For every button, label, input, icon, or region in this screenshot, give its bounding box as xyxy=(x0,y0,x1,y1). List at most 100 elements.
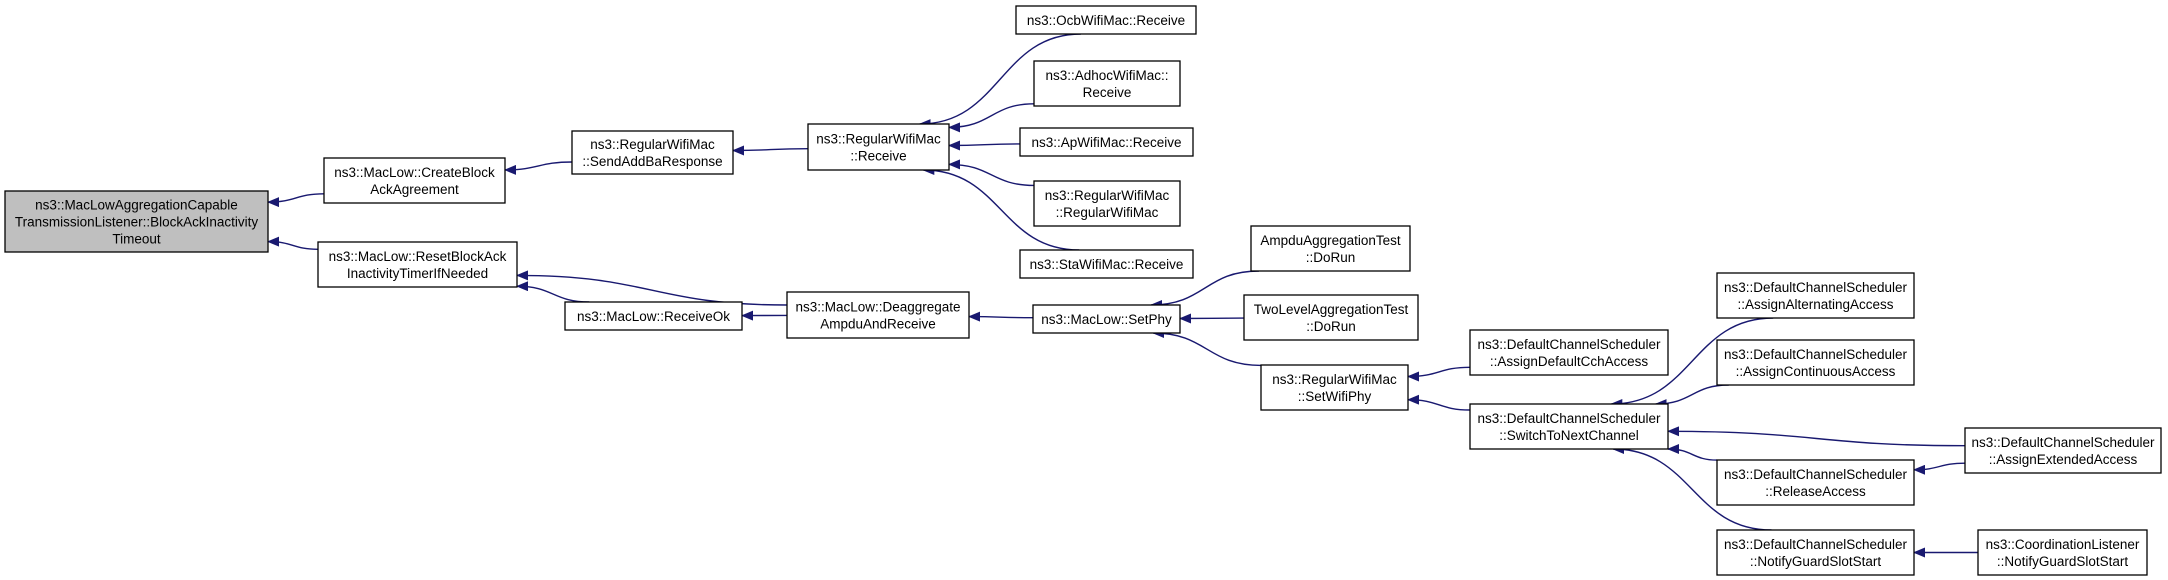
node-label-line: ::DoRun xyxy=(1306,319,1356,334)
node-box[interactable] xyxy=(1250,225,1411,272)
edge-deaggregate-to-reset_block xyxy=(516,270,788,306)
node-label-line: Timeout xyxy=(112,232,161,247)
edge-line xyxy=(918,33,1081,129)
edge-line xyxy=(1610,317,1774,409)
node-label-line: ns3::DefaultChannelScheduler xyxy=(1724,280,1908,295)
edge-line xyxy=(1407,394,1471,411)
node-label-line: ns3::RegularWifiMac xyxy=(816,132,941,147)
node-box[interactable] xyxy=(1033,180,1181,227)
edge-ampdu_test-to-set_phy xyxy=(1150,270,1260,310)
node-box[interactable] xyxy=(317,241,518,288)
edge-line xyxy=(1667,444,1718,461)
node-box[interactable] xyxy=(1977,529,2148,576)
edge-adhoc_receive-to-rwm_receive xyxy=(948,103,1035,133)
edge-line xyxy=(1654,384,1729,409)
node-label-line: ns3::AdhocWifiMac:: xyxy=(1045,68,1168,83)
node-box[interactable] xyxy=(4,190,269,253)
node-label-line: ::SwitchToNextChannel xyxy=(1499,428,1639,443)
node-set-wifi-phy[interactable]: ns3::RegularWifiMac::SetWifiPhy xyxy=(1260,364,1409,411)
node-box[interactable] xyxy=(807,123,950,171)
node-label-line: ns3::OcbWifiMac::Receive xyxy=(1027,13,1185,28)
node-box[interactable] xyxy=(1716,459,1915,506)
node-label-line: ns3::RegularWifiMac xyxy=(1045,188,1170,203)
edge-line xyxy=(1913,462,1966,475)
edge-assign_alt-to-switch_next xyxy=(1610,317,1774,409)
node-box[interactable] xyxy=(1716,272,1915,319)
node-box[interactable] xyxy=(1015,5,1197,35)
node-rwm-ctor[interactable]: ns3::RegularWifiMac::RegularWifiMac xyxy=(1033,180,1181,227)
node-reset-block[interactable]: ns3::MacLow::ResetBlockAckInactivityTime… xyxy=(317,241,518,288)
node-box[interactable] xyxy=(1033,60,1181,107)
node-adhoc-receive[interactable]: ns3::AdhocWifiMac::Receive xyxy=(1033,60,1181,107)
edge-create_block-to-focus xyxy=(267,193,325,208)
node-box[interactable] xyxy=(1243,294,1419,341)
node-box[interactable] xyxy=(1716,529,1915,576)
node-assign-cch[interactable]: ns3::DefaultChannelScheduler::AssignDefa… xyxy=(1469,329,1669,376)
node-box[interactable] xyxy=(1469,403,1669,450)
edge-assign_ext-to-release xyxy=(1913,462,1966,475)
node-box[interactable] xyxy=(1019,249,1194,279)
node-assign-alt[interactable]: ns3::DefaultChannelScheduler::AssignAlte… xyxy=(1716,272,1915,319)
node-label-line: ::DoRun xyxy=(1306,250,1356,265)
node-label-line: ns3::MacLow::ReceiveOk xyxy=(577,309,730,324)
node-label-line: ns3::DefaultChannelScheduler xyxy=(1724,537,1908,552)
node-box[interactable] xyxy=(1019,127,1194,157)
node-box[interactable] xyxy=(323,157,506,204)
edge-line xyxy=(1612,444,1772,531)
node-box[interactable] xyxy=(1469,329,1669,376)
node-box[interactable] xyxy=(571,130,734,175)
node-label-line: ns3::DefaultChannelScheduler xyxy=(1477,337,1661,352)
node-switch-next[interactable]: ns3::DefaultChannelScheduler::SwitchToNe… xyxy=(1469,403,1669,450)
node-release[interactable]: ns3::DefaultChannelScheduler::ReleaseAcc… xyxy=(1716,459,1915,506)
node-label-line: ns3::DefaultChannelScheduler xyxy=(1724,347,1908,362)
node-notify-guard[interactable]: ns3::DefaultChannelScheduler::NotifyGuar… xyxy=(1716,529,1915,576)
node-label-line: ns3::MacLow::SetPhy xyxy=(1041,312,1172,327)
node-ampdu-test[interactable]: AmpduAggregationTest::DoRun xyxy=(1250,225,1411,272)
node-assign-cont[interactable]: ns3::DefaultChannelScheduler::AssignCont… xyxy=(1716,339,1915,386)
edge-assign_ext-to-switch_next xyxy=(1667,426,1966,447)
edge-layer xyxy=(267,33,1979,558)
node-label-line: ns3::ApWifiMac::Receive xyxy=(1031,135,1181,150)
node-twolevel-test[interactable]: TwoLevelAggregationTest::DoRun xyxy=(1243,294,1419,341)
node-send-addba[interactable]: ns3::RegularWifiMac::SendAddBaResponse xyxy=(571,130,734,175)
node-ocb-receive[interactable]: ns3::OcbWifiMac::Receive xyxy=(1015,5,1197,35)
node-box[interactable] xyxy=(564,301,743,331)
node-layer: ns3::MacLowAggregationCapableTransmissio… xyxy=(4,5,2162,576)
node-box[interactable] xyxy=(786,291,970,339)
node-label-line: ns3::DefaultChannelScheduler xyxy=(1477,411,1661,426)
edge-line xyxy=(1150,270,1260,310)
node-label-line: ns3::RegularWifiMac xyxy=(1272,372,1397,387)
node-assign-ext[interactable]: ns3::DefaultChannelScheduler::AssignExte… xyxy=(1964,427,2162,474)
edge-set_phy-to-deaggregate xyxy=(968,311,1034,322)
node-coord-notify[interactable]: ns3::CoordinationListener::NotifyGuardSl… xyxy=(1977,529,2148,576)
edge-reset_block-to-focus xyxy=(267,236,319,250)
node-box[interactable] xyxy=(1032,304,1181,334)
node-box[interactable] xyxy=(1716,339,1915,386)
node-label-line: ::RegularWifiMac xyxy=(1056,205,1159,220)
node-sta-receive[interactable]: ns3::StaWifiMac::Receive xyxy=(1019,249,1194,279)
edge-send_addba-to-create_block xyxy=(504,161,573,175)
edge-switch_next-to-set_wifi_phy xyxy=(1407,394,1471,411)
node-label-line: ::ReleaseAccess xyxy=(1765,484,1866,499)
node-label-line: TwoLevelAggregationTest xyxy=(1254,302,1409,317)
node-label-line: ns3::StaWifiMac::Receive xyxy=(1030,257,1184,272)
node-label-line: ns3::DefaultChannelScheduler xyxy=(1724,467,1908,482)
node-ap-receive[interactable]: ns3::ApWifiMac::Receive xyxy=(1019,127,1194,157)
node-rwm-receive[interactable]: ns3::RegularWifiMac::Receive xyxy=(807,123,950,171)
edge-line xyxy=(1667,426,1966,447)
node-set-phy[interactable]: ns3::MacLow::SetPhy xyxy=(1032,304,1181,334)
node-box[interactable] xyxy=(1964,427,2162,474)
edge-set_wifi_phy-to-set_phy xyxy=(1152,328,1262,367)
node-label-line: ::NotifyGuardSlotStart xyxy=(1997,554,2129,569)
edge-line xyxy=(948,103,1035,133)
node-focus[interactable]: ns3::MacLowAggregationCapableTransmissio… xyxy=(4,190,269,253)
node-label-line: ns3::CoordinationListener xyxy=(1986,537,2140,552)
edge-line xyxy=(968,311,1034,322)
edge-release-to-switch_next xyxy=(1667,444,1718,461)
node-receive-ok[interactable]: ns3::MacLow::ReceiveOk xyxy=(564,301,743,331)
node-label-line: ::NotifyGuardSlotStart xyxy=(1750,554,1882,569)
node-box[interactable] xyxy=(1260,364,1409,411)
